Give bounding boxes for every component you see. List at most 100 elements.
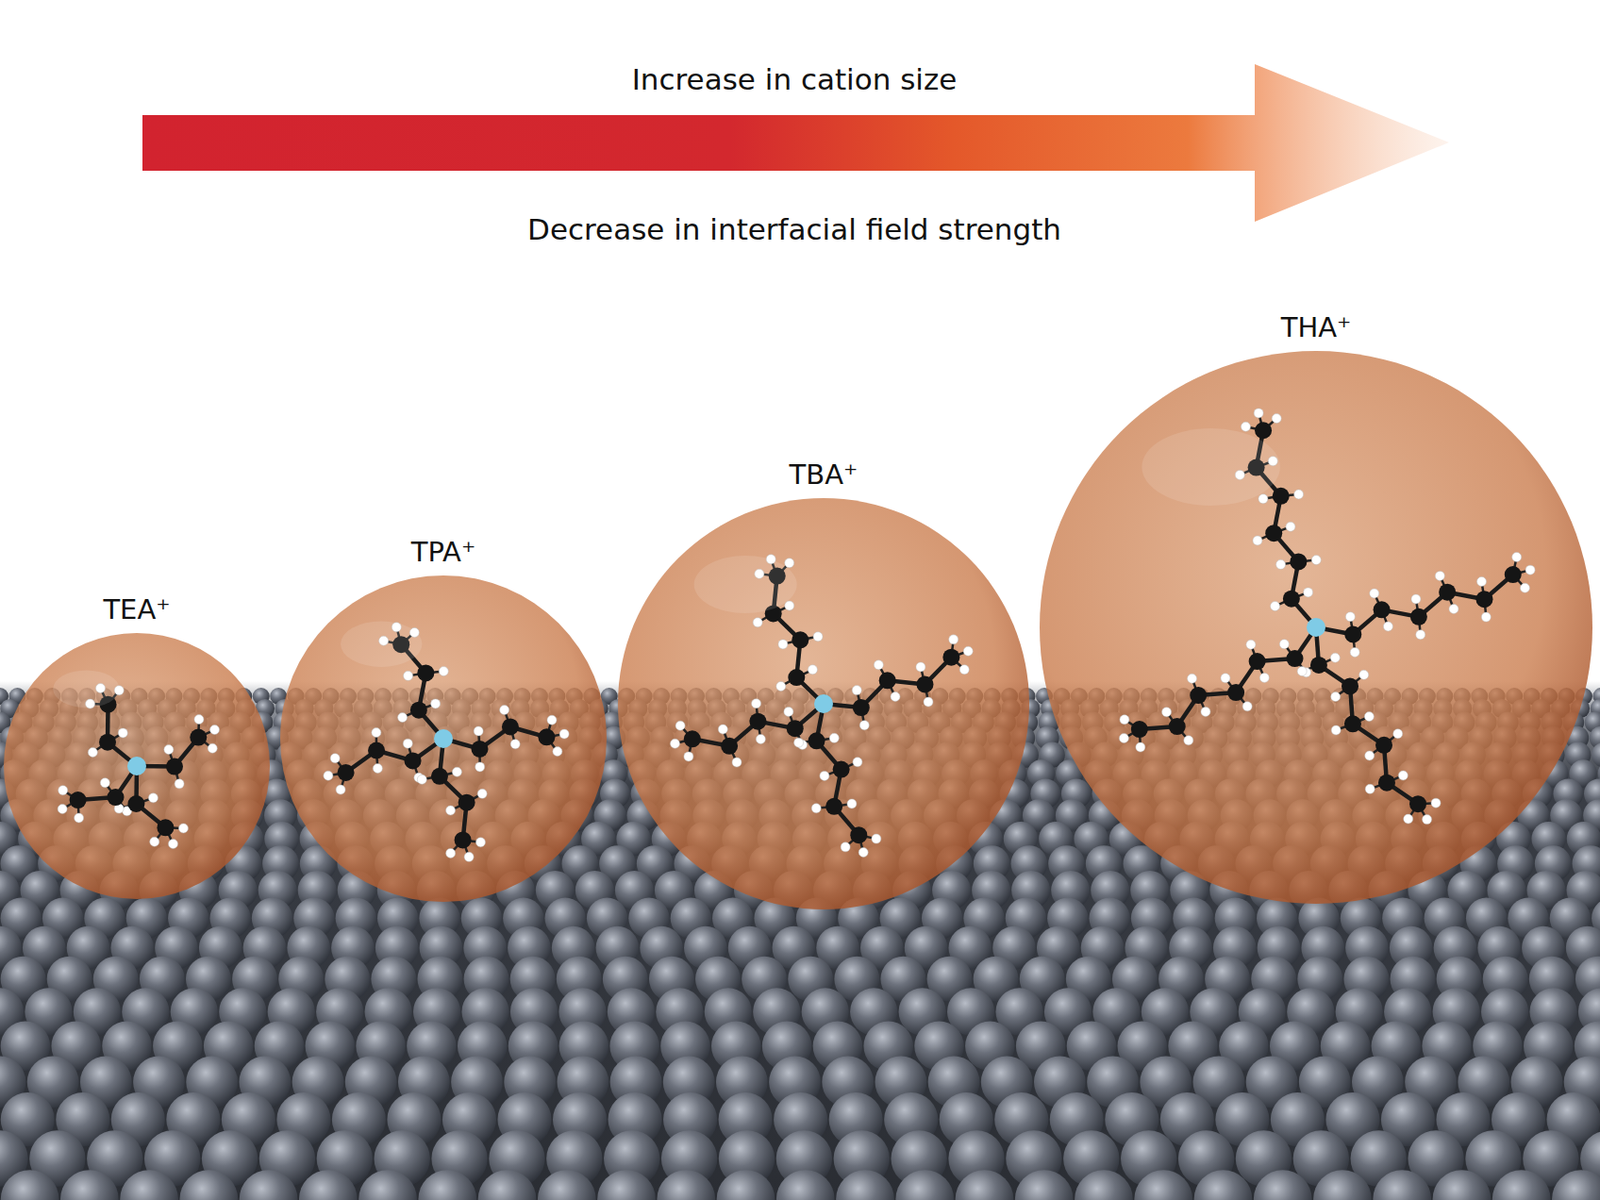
- hydrogen-atom: [500, 705, 510, 716]
- hydrogen-atom: [178, 823, 188, 834]
- hydrogen-atom: [446, 805, 456, 816]
- hydrogen-atom: [1422, 815, 1433, 825]
- surface-atom: [537, 1169, 597, 1200]
- carbon-atom: [1254, 421, 1272, 439]
- hydrogen-atom: [559, 729, 569, 739]
- hydrogen-atom: [473, 726, 484, 736]
- carbon-atom: [833, 761, 850, 779]
- carbon-atom: [786, 719, 804, 737]
- carbon-atom: [127, 795, 145, 813]
- sphere: [617, 498, 1030, 910]
- carbon-atom: [1265, 524, 1283, 542]
- hydrogen-atom: [475, 762, 485, 772]
- hydrogen-atom: [477, 788, 487, 799]
- hydrogen-atom: [1162, 707, 1172, 717]
- carbon-atom: [1378, 774, 1396, 792]
- surface-atom: [0, 1169, 60, 1200]
- carbon-atom: [1272, 487, 1290, 505]
- surface-atom: [1551, 1169, 1600, 1200]
- carbon-atom: [942, 649, 960, 667]
- surface-atom: [716, 1169, 776, 1200]
- carbon-atom: [1168, 717, 1186, 735]
- hydrogen-atom: [150, 836, 160, 847]
- sphere-highlight: [1141, 428, 1281, 506]
- carbon-atom: [454, 831, 472, 849]
- hydrogen-atom: [1477, 576, 1487, 586]
- carbon-atom: [749, 713, 767, 731]
- surface-atom: [1133, 1169, 1193, 1200]
- hydrogen-atom: [438, 666, 449, 677]
- carbon-atom: [879, 671, 897, 689]
- hydrogen-atom: [675, 720, 685, 731]
- hydrogen-atom: [1118, 733, 1129, 744]
- surface-atom: [60, 1169, 119, 1200]
- carbon-atom: [1373, 600, 1391, 618]
- carbon-atom: [1475, 590, 1493, 608]
- hydrogen-atom: [1285, 521, 1296, 532]
- hydrogen-atom: [371, 728, 382, 738]
- hydrogen-atom: [1252, 535, 1263, 546]
- carbon-atom: [1227, 683, 1245, 701]
- carbon-atom: [1289, 552, 1307, 570]
- cation-sphere: TEA⁺: [3, 633, 270, 900]
- surface-atom: [1074, 1169, 1134, 1200]
- hydrogen-atom: [784, 558, 795, 568]
- hydrogen-atom: [330, 753, 340, 764]
- hydrogen-atom: [74, 813, 84, 823]
- cation-sphere: TBA⁺: [617, 498, 1030, 910]
- hydrogen-atom: [819, 770, 830, 781]
- hydrogen-atom: [717, 724, 728, 734]
- hydrogen-atom: [1431, 798, 1441, 808]
- carbon-atom: [337, 764, 355, 782]
- carbon-atom: [1344, 715, 1362, 733]
- hydrogen-atom: [1416, 630, 1426, 640]
- hydrogen-atom: [1253, 408, 1264, 418]
- cation-label: TBA⁺: [789, 458, 859, 491]
- sphere-outline: [280, 575, 607, 902]
- nitrogen-atom: [814, 694, 834, 714]
- hydrogen-atom: [1276, 559, 1286, 569]
- hydrogen-atom: [1359, 669, 1369, 680]
- hydrogen-atom: [416, 774, 427, 784]
- cation-label: TEA⁺: [102, 593, 170, 626]
- hydrogen-atom: [751, 699, 762, 709]
- hydrogen-atom: [1350, 647, 1360, 657]
- sphere-highlight: [694, 555, 798, 614]
- hydrogen-atom: [148, 793, 158, 803]
- hydrogen-atom: [87, 747, 98, 757]
- surface-atom: [955, 1169, 1015, 1200]
- surface-atom: [1253, 1169, 1313, 1200]
- hydrogen-atom: [1183, 735, 1194, 746]
- carbon-atom: [410, 701, 428, 719]
- hydrogen-atom: [210, 725, 220, 735]
- carbon-atom: [99, 733, 117, 751]
- hydrogen-atom: [1258, 494, 1268, 504]
- hydrogen-atom: [335, 784, 346, 795]
- cation-label: TPA⁺: [411, 535, 477, 568]
- surface-atom: [895, 1169, 954, 1200]
- sphere-highlight: [52, 669, 120, 707]
- carbon-atom: [1410, 608, 1428, 626]
- hydrogen-atom: [1519, 583, 1530, 593]
- hydrogen-atom: [1364, 712, 1374, 722]
- surface-atom: [1433, 1169, 1492, 1200]
- sphere-outline: [3, 633, 270, 900]
- sphere: [3, 633, 270, 900]
- hydrogen-atom: [916, 662, 926, 672]
- carbon-atom: [69, 791, 87, 809]
- hydrogen-atom: [1449, 603, 1459, 614]
- carbon-atom: [1504, 566, 1522, 584]
- surface-atom: [597, 1169, 656, 1200]
- hydrogen-atom: [1270, 601, 1281, 612]
- hydrogen-atom: [117, 728, 128, 738]
- hydrogen-atom: [174, 779, 184, 789]
- hydrogen-atom: [1345, 612, 1355, 622]
- hydrogen-atom: [1365, 750, 1375, 761]
- hydrogen-atom: [949, 634, 959, 645]
- hydrogen-atom: [1311, 555, 1321, 566]
- hydrogen-atom: [776, 681, 786, 691]
- hydrogen-atom: [847, 799, 857, 809]
- hydrogen-atom: [1119, 715, 1130, 725]
- hydrogen-atom: [683, 751, 694, 762]
- carbon-atom: [501, 717, 519, 735]
